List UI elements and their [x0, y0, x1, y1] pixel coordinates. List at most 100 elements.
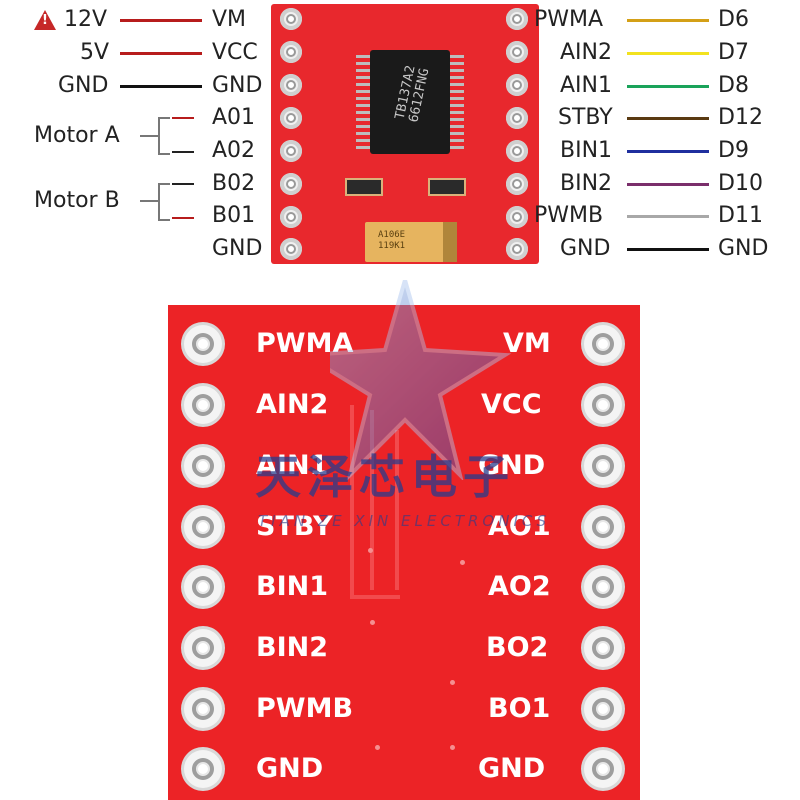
small-pad-right-5	[506, 140, 528, 162]
watermark-chinese-text: 天泽芯电子	[255, 450, 515, 504]
motor-b-wire-red	[172, 217, 194, 219]
wire-bin2	[627, 183, 709, 186]
pcb-trace	[395, 430, 399, 590]
supply-5v-label: 5V	[80, 40, 110, 65]
arduino-pin-d11: D11	[718, 203, 763, 228]
pcb-via	[450, 680, 455, 685]
silk-label-ain2: AIN2	[256, 389, 329, 420]
pcb-via	[375, 745, 380, 750]
pin-label-gnd1-small: GND	[212, 73, 263, 98]
arduino-pin-d7: D7	[718, 40, 749, 65]
arduino-pin-d6: D6	[718, 7, 749, 32]
arduino-pin-d10: D10	[718, 171, 763, 196]
pin-label-a01-small: A01	[212, 105, 256, 130]
small-pad-right-2	[506, 41, 528, 63]
small-pad-left-3	[280, 74, 302, 96]
small-pad-right-4	[506, 107, 528, 129]
silk-label-vm: VM	[503, 328, 551, 359]
small-pad-left-2	[280, 41, 302, 63]
small-pad-right-1	[506, 8, 528, 30]
wire-bin1	[627, 150, 709, 153]
pcb-via	[368, 548, 373, 553]
capacitor-marking-line2: 119K1	[378, 241, 406, 251]
wire-gnd-left	[120, 85, 202, 88]
pcb-trace	[350, 595, 400, 599]
silk-label-gnd-right-1: GND	[478, 450, 546, 481]
small-pad-left-6	[280, 173, 302, 195]
pcb-via	[460, 560, 465, 565]
pin-label-vcc-small: VCC	[212, 40, 258, 65]
motor-a-connector	[140, 135, 158, 137]
pin-label-bin2-small: BIN2	[560, 171, 613, 196]
motor-a-wire-red	[172, 117, 194, 119]
pad-bo2	[584, 629, 622, 667]
smd-component-right	[428, 178, 466, 196]
driver-chip	[370, 50, 450, 154]
pad-bin2	[184, 629, 222, 667]
pin-label-bin1-small: BIN1	[560, 138, 613, 163]
pad-pwma	[184, 325, 222, 363]
wire-pwmb	[627, 215, 709, 218]
small-pad-left-7	[280, 206, 302, 228]
chip-pins-right	[450, 55, 464, 149]
pcb-via	[450, 745, 455, 750]
watermark-star-logo	[330, 280, 512, 480]
motor-a-bracket	[158, 117, 170, 155]
motor-b-bracket	[158, 183, 170, 221]
silk-label-bin2: BIN2	[256, 632, 329, 663]
pad-gnd-right-2	[584, 750, 622, 788]
silk-label-bin1: BIN1	[256, 571, 329, 602]
silk-label-pwmb: PWMB	[256, 693, 354, 724]
wire-ain1	[627, 85, 709, 88]
capacitor-polarity-band	[443, 222, 457, 262]
small-pad-right-6	[506, 173, 528, 195]
pin-label-b01-small: B01	[212, 203, 256, 228]
pad-ao2	[584, 568, 622, 606]
pin-label-ain1-small: AIN1	[560, 73, 612, 98]
small-pad-left-5	[280, 140, 302, 162]
silk-label-ain1: AIN1	[256, 450, 329, 481]
motor-b-connector	[140, 200, 158, 202]
small-pad-right-7	[506, 206, 528, 228]
small-pad-left-1	[280, 8, 302, 30]
smd-component-left	[345, 178, 383, 196]
arduino-pin-gnd: GND	[718, 236, 769, 261]
pin-label-ain2-small: AIN2	[560, 40, 612, 65]
capacitor-marking: A106E 119K1	[378, 230, 405, 252]
pin-label-gnd-small-right: GND	[560, 236, 611, 261]
arduino-pin-d12: D12	[718, 105, 763, 130]
small-pad-right-8	[506, 238, 528, 260]
supply-gnd-label: GND	[58, 73, 109, 98]
pad-bin1	[184, 568, 222, 606]
silk-label-vcc: VCC	[481, 389, 542, 420]
pin-label-pwma-small: PWMA	[534, 7, 604, 32]
wire-ain2	[627, 52, 709, 55]
watermark-english-text: TIAN ZE XIN ELECTRONICS	[258, 512, 551, 530]
pad-gnd-right-1	[584, 447, 622, 485]
pad-gnd-left	[184, 750, 222, 788]
arduino-pin-d9: D9	[718, 138, 749, 163]
pin-label-stby-small: STBY	[558, 105, 613, 130]
pad-pwmb	[184, 690, 222, 728]
pcb-trace	[370, 410, 374, 590]
pin-label-a02-small: A02	[212, 138, 256, 163]
silk-label-gnd-left: GND	[256, 753, 324, 784]
motor-a-label: Motor A	[34, 123, 120, 148]
pad-bo1	[584, 690, 622, 728]
silk-label-ao1: AO1	[488, 511, 551, 542]
pad-stby	[184, 508, 222, 546]
motor-a-wire-black	[172, 151, 194, 153]
pin-label-pwmb-small: PWMB	[534, 203, 604, 228]
silk-label-bo1: BO1	[488, 693, 551, 724]
motor-b-wire-black	[172, 183, 194, 185]
silk-label-ao2: AO2	[488, 571, 551, 602]
wire-stby	[627, 117, 709, 120]
chip-pins-left	[356, 55, 370, 149]
capacitor-marking-line1: A106E	[378, 230, 406, 240]
small-pad-left-8	[280, 238, 302, 260]
pad-vm	[584, 325, 622, 363]
pin-label-vm-small: VM	[212, 7, 247, 32]
small-pad-right-3	[506, 74, 528, 96]
pin-label-gnd2-small: GND	[212, 236, 263, 261]
arduino-pin-d8: D8	[718, 73, 749, 98]
